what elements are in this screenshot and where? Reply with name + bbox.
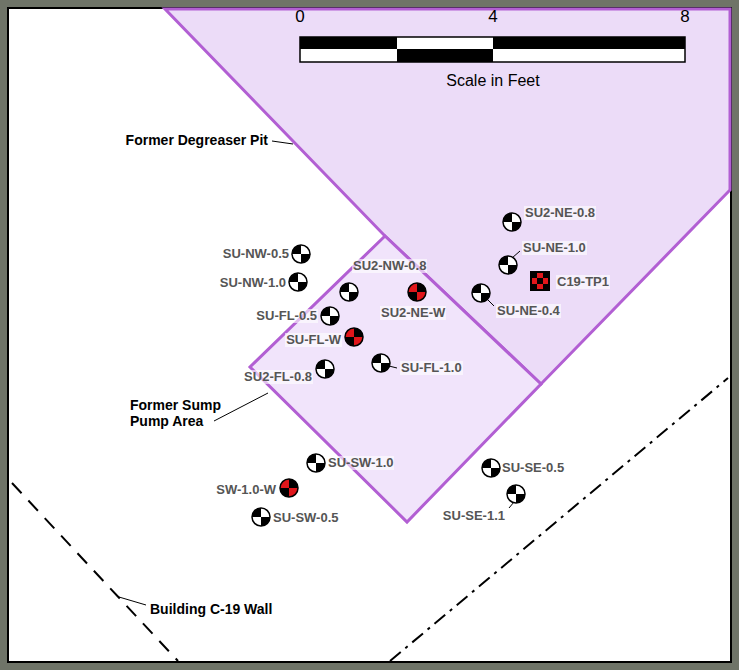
map-frame bbox=[8, 8, 731, 662]
sample-label: SU2-FL-0.8 bbox=[243, 370, 313, 385]
sample-label: SU-FL-W bbox=[285, 333, 342, 348]
sample-label: SU-SE-0.5 bbox=[501, 461, 565, 476]
sample-label: SU2-NE-0.8 bbox=[524, 206, 596, 221]
scale-title: Scale in Feet bbox=[446, 72, 539, 90]
sample-label: SU2-NE-W bbox=[380, 306, 446, 321]
sample-label: C19-TP1 bbox=[556, 275, 610, 290]
area-label: Former Degreaser Pit bbox=[126, 132, 268, 148]
leader-lines bbox=[119, 141, 520, 605]
sample-label: SU-NW-1.0 bbox=[219, 276, 287, 291]
sample-label: SU-FL-0.5 bbox=[255, 309, 318, 324]
sample-label: SU-SE-1.1 bbox=[442, 509, 506, 524]
sample-label: SU-NW-0.5 bbox=[222, 247, 290, 262]
sample-label: SU-SW-0.5 bbox=[272, 511, 339, 526]
wall-label: Building C-19 Wall bbox=[150, 601, 272, 617]
area-label: Former Sump Pump Area bbox=[130, 397, 242, 429]
sample-label: SU-FL-1.0 bbox=[400, 361, 463, 376]
scale-number: 4 bbox=[488, 7, 497, 27]
sample-label: SU2-NW-0.8 bbox=[352, 259, 427, 274]
scale-number: 8 bbox=[680, 7, 689, 27]
sample-label: SU-NE-1.0 bbox=[522, 241, 587, 256]
scale-bar bbox=[300, 37, 685, 62]
test-pit-symbol bbox=[531, 272, 549, 290]
sample-label: SW-1.0-W bbox=[215, 483, 277, 498]
sample-label: SU-SW-1.0 bbox=[327, 456, 394, 471]
scale-number: 0 bbox=[295, 7, 304, 27]
building-wall bbox=[12, 483, 178, 661]
sample-label: SU-NE-0.4 bbox=[496, 304, 561, 319]
building-wall bbox=[390, 378, 728, 661]
